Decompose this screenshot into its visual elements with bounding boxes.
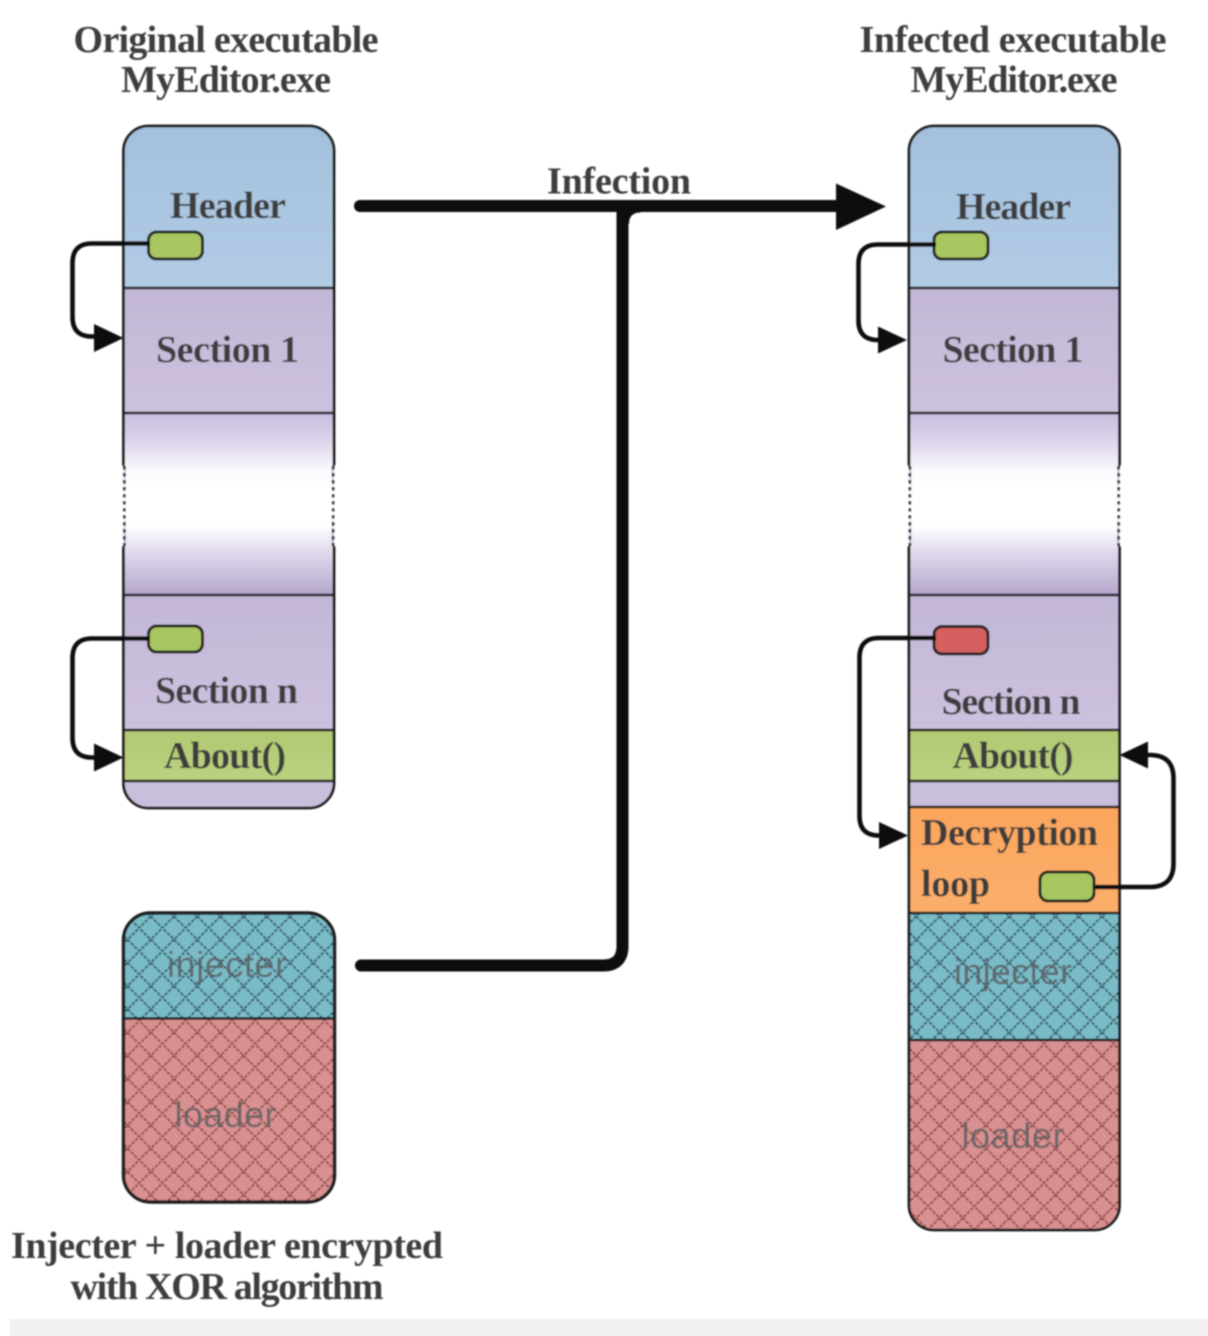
svg-text:with XOR algorithm: with XOR algorithm xyxy=(71,1266,384,1308)
svg-text:loop: loop xyxy=(921,863,990,905)
svg-text:About(): About() xyxy=(953,735,1074,777)
svg-text:About(): About() xyxy=(164,735,286,777)
svg-text:MyEditor.exe: MyEditor.exe xyxy=(911,59,1118,101)
svg-text:MyEditor.exe: MyEditor.exe xyxy=(121,59,331,101)
svg-text:injecter: injecter xyxy=(954,951,1072,992)
svg-text:Section n: Section n xyxy=(942,681,1081,723)
svg-text:Decryption: Decryption xyxy=(921,812,1098,854)
svg-text:Infection: Infection xyxy=(547,161,691,203)
svg-text:Section 1: Section 1 xyxy=(156,329,299,371)
svg-text:Injecter + loader encrypted: Injecter + loader encrypted xyxy=(11,1225,443,1267)
svg-text:loader: loader xyxy=(962,1115,1065,1156)
svg-text:Header: Header xyxy=(170,185,286,227)
svg-text:loader: loader xyxy=(175,1094,277,1135)
svg-text:injecter: injecter xyxy=(167,944,287,985)
svg-text:Infected executable: Infected executable xyxy=(860,19,1167,61)
svg-text:Original executable: Original executable xyxy=(74,19,379,61)
svg-text:Section n: Section n xyxy=(155,670,298,712)
svg-text:Section 1: Section 1 xyxy=(943,329,1084,371)
svg-text:Header: Header xyxy=(956,186,1071,228)
